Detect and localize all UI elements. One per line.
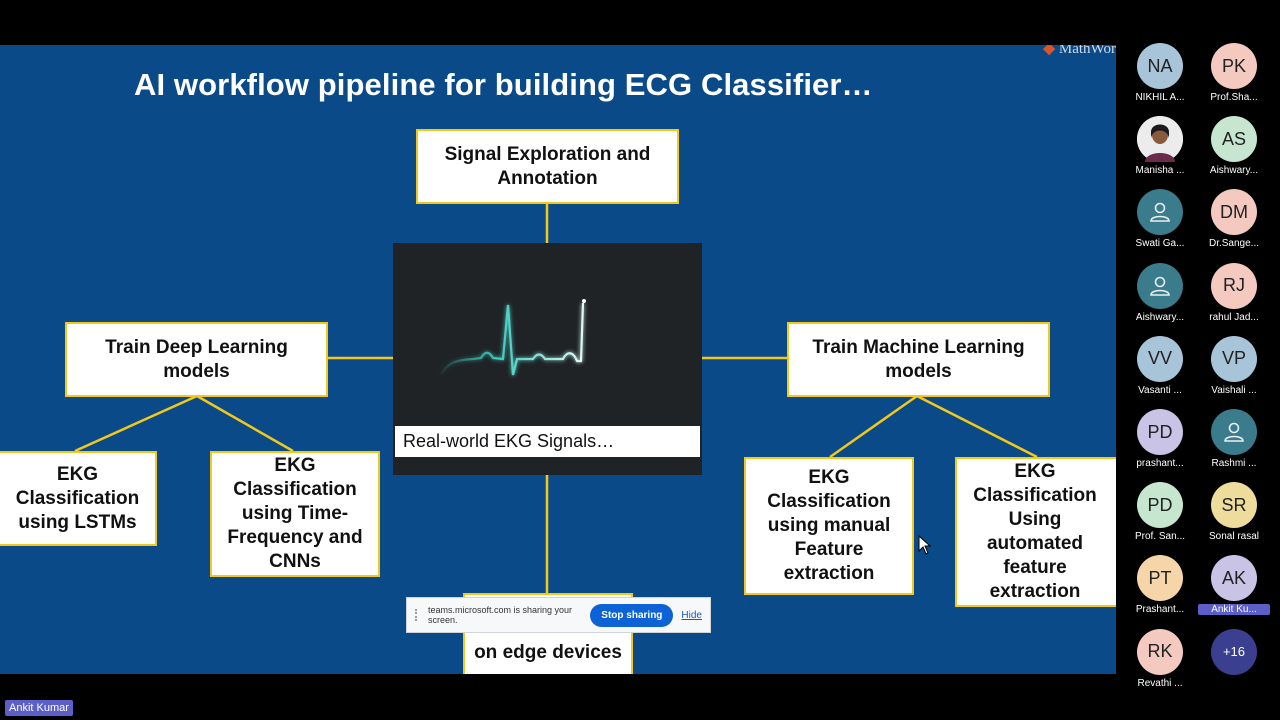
more-participants-button[interactable]: +16 [1211,628,1257,675]
participant-avatar [1137,116,1183,163]
participant-avatar: VV [1137,335,1183,382]
participant-avatar: SR [1211,482,1257,529]
share-message: teams.microsoft.com is sharing your scre… [428,605,573,625]
participant-name: NIKHIL A... [1135,92,1185,103]
participant-name: Rashmi ... [1211,458,1257,469]
participant-avatar: VP [1211,335,1257,382]
participant-avatar: AK [1211,555,1257,602]
participant-name: Aishwary... [1135,311,1185,323]
participant-name: Vaishali ... [1211,384,1257,396]
participant-name: prashant... [1136,458,1184,469]
participant-name: Ankit Ku... [1198,604,1270,616]
participant-tile[interactable]: NA NIKHIL A... [1124,43,1196,113]
participant-tile[interactable]: RK Revathi ... [1124,628,1196,699]
participant-initials: VV [1147,348,1172,369]
ekg-signal-image: Real-world EKG Signals… [393,243,702,475]
presenter-label: Ankit Kumar [5,700,73,716]
ekg-waveform [440,299,586,376]
ekg-manual-feature-box: EKG Classification using manual Feature … [744,457,914,595]
participant-initials: +16 [1222,644,1246,660]
participant-tile[interactable]: VP Vaishali ... [1198,335,1270,406]
participant-tile[interactable]: SR Sonal rasal [1198,482,1270,552]
profile-photo-icon [1137,116,1183,163]
participant-avatar: RJ [1211,262,1257,309]
screen-share-bar: teams.microsoft.com is sharing your scre… [406,597,711,633]
signal-exploration-box: Signal Exploration and Annotation [416,129,679,204]
participant-name: Sonal rasal [1208,531,1260,543]
participant-name: Swati Ga... [1135,238,1185,250]
ekg-cnn-box: EKG Classification using Time-Frequency … [210,451,380,577]
participant-initials: RK [1147,641,1173,662]
participant-avatar: PK [1211,43,1257,89]
participant-name: rahul Jad... [1209,311,1259,323]
participant-name: Vasanti ... [1138,384,1182,396]
participant-name: Manisha ... [1135,165,1185,177]
participant-tile[interactable]: +16 [1198,628,1270,699]
ekg-lstm-box: EKG Classification using LSTMs [0,451,157,546]
participant-name: Dr.Sange... [1208,238,1260,250]
mathworks-logo: ◆MathWor [1043,45,1116,58]
participant-initials: VP [1221,348,1246,369]
participant-tile[interactable]: PK Prof.Sha... [1198,43,1270,113]
participant-name: Prof. San... [1134,531,1186,543]
participant-tile[interactable]: Rashmi ... [1198,409,1270,479]
participant-tile[interactable]: PD Prof. San... [1124,482,1196,552]
participant-name: Revathi ... [1137,677,1183,689]
participant-tile[interactable]: PT Prashant... [1124,555,1196,625]
train-machine-learning-box: Train Machine Learning models [787,322,1050,397]
shared-slide: ◆MathWor AI workflow pipeline for buildi… [0,45,1116,674]
ekg-caption: Real-world EKG Signals… [395,426,700,457]
participant-initials: PD [1147,421,1173,442]
participant-avatar: DM [1211,189,1257,236]
hide-link[interactable]: Hide [681,609,702,621]
slide-title: AI workflow pipeline for building ECG Cl… [134,67,873,102]
person-icon [1224,422,1244,442]
participant-tile[interactable]: Swati Ga... [1124,189,1196,259]
participant-tile[interactable]: AS Aishwary... [1198,116,1270,186]
participant-avatar: NA [1137,43,1183,89]
participant-initials: SR [1221,494,1247,515]
participant-tile[interactable]: PD prashant... [1124,409,1196,479]
participant-initials: PK [1221,55,1246,76]
participant-name: Prof.Sha... [1210,92,1258,103]
participant-tile[interactable]: VV Vasanti ... [1124,335,1196,406]
participant-name: Aishwary... [1209,165,1259,177]
participant-tile[interactable]: DM Dr.Sange... [1198,189,1270,259]
stop-sharing-button[interactable]: Stop sharing [590,603,674,627]
participant-initials: NA [1147,55,1173,76]
participant-initials: AK [1221,567,1246,588]
ekg-automated-feature-box: EKG Classification Using automated featu… [955,457,1116,607]
train-deep-learning-box: Train Deep Learning models [65,322,328,397]
participant-name: Prashant... [1135,604,1185,616]
person-icon [1150,276,1170,296]
participant-initials: DM [1220,201,1248,222]
person-icon [1150,203,1170,223]
participant-avatar: AS [1211,116,1257,163]
participant-avatar: PD [1137,409,1183,455]
participant-tile[interactable]: Manisha ... [1124,116,1196,186]
participant-avatar [1137,189,1183,236]
participant-tile[interactable]: RJ rahul Jad... [1198,262,1270,333]
logo-text: MathWor [1058,45,1116,57]
mouse-cursor-icon [918,535,932,555]
participant-initials: PD [1147,494,1173,515]
participant-avatar [1211,409,1257,455]
participant-avatar: PT [1137,555,1183,602]
edge-devices-text: on edge devices [474,642,622,663]
participant-initials: PT [1148,567,1172,588]
participant-tile[interactable]: AK Ankit Ku... [1198,555,1270,625]
connector-lines [74,203,1038,593]
participant-tile[interactable]: Aishwary... [1124,262,1196,333]
participant-avatar [1137,262,1183,309]
drag-handle-icon[interactable] [415,609,422,621]
participant-initials: RJ [1223,275,1245,296]
participant-avatar: RK [1137,628,1183,675]
participant-avatar: PD [1137,482,1183,529]
participant-initials: AS [1221,128,1246,149]
